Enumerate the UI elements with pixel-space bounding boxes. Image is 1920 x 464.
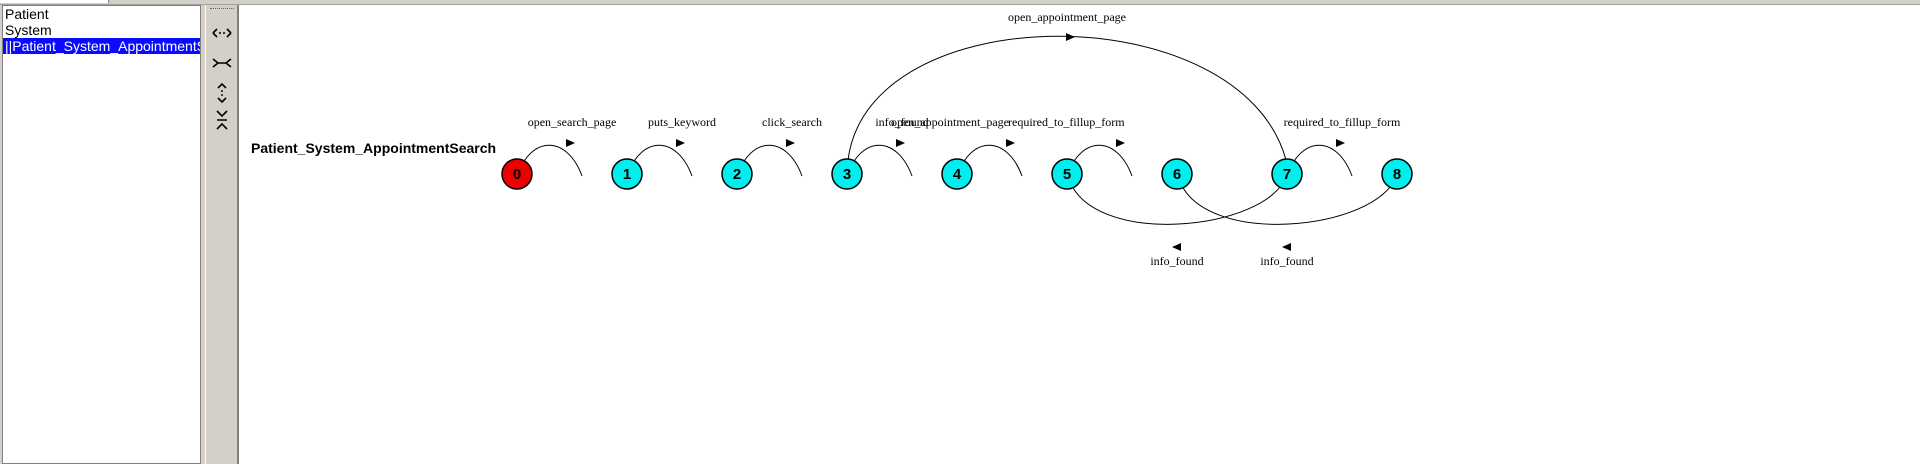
collapse-vertical-icon	[216, 110, 228, 130]
state-node-0[interactable]: 0	[501, 158, 533, 190]
edge-1-2[interactable]: puts_keyword	[626, 115, 716, 177]
graph-title: Patient_System_AppointmentSearch	[251, 140, 497, 156]
state-label: 0	[513, 166, 521, 183]
edge-label: click_search	[762, 115, 822, 129]
list-item-system[interactable]: System	[5, 22, 52, 38]
edge-label: info_found	[875, 115, 928, 129]
expand-vertical-button[interactable]	[210, 81, 234, 105]
edge-label: open_appointment_page	[891, 115, 1009, 129]
edge-label: info_found	[1260, 254, 1313, 268]
edge-label: open_appointment_page	[1008, 10, 1126, 24]
edge-label: open_search_page	[528, 115, 617, 129]
top-tab[interactable]	[0, 0, 109, 3]
collapse-vertical-button[interactable]	[210, 108, 234, 132]
state-node-1[interactable]: 1	[611, 158, 643, 190]
edge-label: required_to_fillup_form	[1284, 115, 1401, 129]
state-node-3[interactable]: 3	[831, 158, 863, 190]
state-node-4[interactable]: 4	[941, 158, 973, 190]
collapse-horizontal-icon	[212, 58, 232, 68]
expand-horizontal-button[interactable]	[210, 21, 234, 45]
edge-8-6[interactable]: info_found	[1177, 175, 1397, 268]
edge-label: puts_keyword	[648, 115, 716, 129]
state-label: 2	[733, 166, 741, 183]
edge-label: required_to_fillup_form	[1008, 115, 1125, 129]
edge-0-1[interactable]: open_search_page	[516, 115, 617, 177]
state-node-8[interactable]: 8	[1381, 158, 1413, 190]
collapse-horizontal-button[interactable]	[210, 51, 234, 75]
expand-vertical-icon	[217, 82, 227, 104]
state-node-6[interactable]: 6	[1161, 158, 1193, 190]
state-label: 7	[1283, 166, 1291, 183]
graph-canvas[interactable]: Patient_System_AppointmentSearch open_se…	[238, 5, 1920, 464]
state-label: 4	[953, 166, 962, 183]
state-node-7[interactable]: 7	[1271, 158, 1303, 190]
edge-label: info_found	[1150, 254, 1203, 268]
state-label: 5	[1063, 166, 1071, 183]
list-item-patient[interactable]: Patient	[5, 6, 49, 22]
process-list[interactable]: Patient System ||Patient_System_Appointm…	[2, 5, 201, 464]
graph-toolbar	[205, 5, 238, 464]
window-top-strip	[0, 0, 1920, 5]
state-label: 6	[1173, 166, 1181, 183]
expand-horizontal-icon	[212, 28, 232, 38]
state-node-5[interactable]: 5	[1051, 158, 1083, 190]
split-pane-divider[interactable]	[202, 5, 205, 464]
state-label: 3	[843, 166, 851, 183]
list-item-appointment-search[interactable]: ||Patient_System_AppointmentSearch	[3, 38, 200, 54]
state-node-2[interactable]: 2	[721, 158, 753, 190]
state-label: 1	[623, 166, 631, 183]
state-graph: open_search_page puts_keyword click_sear…	[501, 10, 1413, 268]
edge-7-5[interactable]: info_found	[1067, 175, 1287, 268]
edge-3-7[interactable]: open_appointment_page	[847, 10, 1287, 161]
toolbar-grip[interactable]	[210, 8, 234, 11]
state-label: 8	[1393, 166, 1401, 183]
